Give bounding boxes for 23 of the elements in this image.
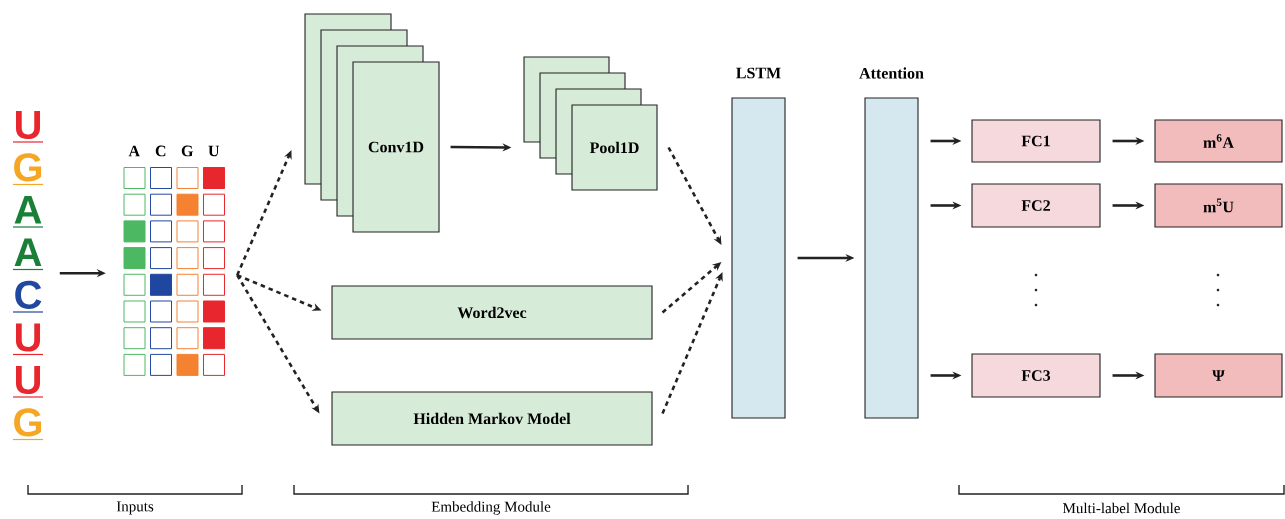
layer-heading: Attention [859, 67, 924, 79]
arrow [667, 146, 722, 245]
node-label: G [181, 145, 194, 157]
embedding-box: Word2vec [331, 285, 653, 340]
node-label: U [208, 145, 220, 157]
dense-layer-box: FC3 [971, 353, 1101, 398]
node-label: C [155, 145, 166, 157]
sequence-letters: U G A A C U U G [12, 111, 44, 441]
dense-layer-box: FC2 [971, 183, 1101, 228]
output-label-box: m$^{5}$U [1154, 183, 1283, 228]
layer-heading: LSTM [736, 67, 781, 79]
section-label: Embedding Module [431, 501, 551, 515]
section-label: Multi-label Module [1063, 502, 1180, 514]
section-label: Inputs [116, 501, 154, 515]
output-label-box: Ψ [1154, 353, 1283, 398]
output-label-box: m$^{6}$A [1154, 119, 1283, 163]
arrow [661, 272, 723, 414]
one-hot-matrix-drawing: A C G U [123, 145, 225, 376]
node-label: A [128, 145, 140, 157]
arrow [236, 150, 292, 276]
pool-layer-box: Pool1D [571, 104, 658, 191]
embedding-box: Hidden Markov Model [331, 391, 653, 446]
dense-layer-box: FC1 [971, 119, 1101, 163]
